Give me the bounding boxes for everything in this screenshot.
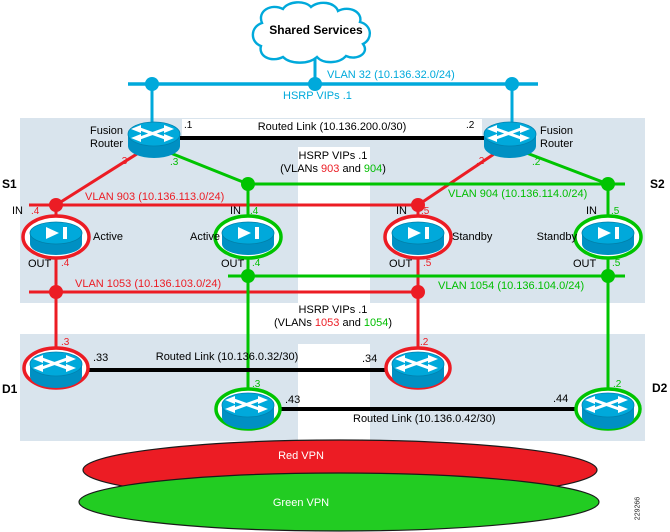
d-router-4-port: .2 [613,379,622,390]
zone-label-s1: S1 [2,177,17,191]
d-router-2-icon [384,346,452,390]
fusion-right-red-port: .2 [476,156,485,167]
figure-number: 229266 [634,496,642,521]
d-router-1-addr: .33 [93,352,109,364]
red-vpn-label: Red VPN [278,450,324,462]
firewall-4-icon [573,214,643,260]
fw1-out-port: .4 [61,258,70,269]
green-vpn-ellipse [78,472,600,532]
red-diagonal-left [55,150,141,207]
routed-link-d2-label: Routed Link (10.136.0.42/30) [353,413,496,425]
fw1-role-label: Active [93,231,123,243]
vlan903-label: VLAN 903 (10.136.113.0/24) [85,191,225,203]
zone-label-d1: D1 [2,382,18,396]
red-node-3 [49,285,63,299]
fw3-in-port: .5 [421,206,430,217]
fusion-left-label: Fusion Router [90,125,124,150]
d-router-4-icon [574,387,642,431]
routed-link-top-label: Routed Link (10.136.200.0/30) [257,121,407,133]
fw2-out-label: OUT [221,258,245,270]
hsrp-d-title: HSRP VIPs .1 [298,304,368,316]
green-node-3 [241,269,255,283]
routed-link-top-band [182,119,482,139]
vlan32-node-right [505,77,519,91]
fw3-out-port: .5 [423,258,432,269]
fusion-right-green-port: .2 [532,157,541,168]
red-node-1 [49,198,63,212]
d-router-1-port: .3 [61,337,70,348]
d-router-3-icon [214,387,282,431]
fusion-right-port: .2 [466,120,475,131]
d-router-1-icon [22,346,90,390]
fw2-in-port: .4 [250,206,259,217]
fw2-role-label: Active [190,231,220,243]
vlan32-node-cloud [308,77,322,91]
green-diagonal-right [523,150,609,186]
vlan32-node-left [145,77,159,91]
fusion-router-right-icon [482,120,538,160]
hsrp-s-label: HSRP VIPs .1 (VLANs 903 and 904) [242,150,424,175]
fusion-left-port: .1 [184,120,193,131]
fw2-out-port: .4 [252,258,261,269]
hsrp-d-vlans: (VLANs 1053 and 1054) [273,316,393,329]
green-node-2 [601,177,615,191]
red-node-4 [411,285,425,299]
green-node-4 [601,269,615,283]
vlan1053-label: VLAN 1053 (10.136.103.0/24) [75,278,222,290]
hsrp-top-label: HSRP VIPs .1 [283,90,352,102]
fw3-in-label: IN [396,205,407,217]
firewall-2-icon [213,214,283,260]
shared-services-cloud [251,1,371,64]
fw3-out-label: OUT [389,258,413,270]
red-diagonal-right [417,150,498,207]
red-node-2 [411,198,425,212]
d-router-2-port: .2 [420,337,429,348]
d-router-4-addr: .44 [553,393,569,405]
fw1-out-label: OUT [28,258,52,270]
hsrp-s-vlans: (VLANs 903 and 904) [280,162,386,175]
d-router-3-addr: .43 [285,394,301,406]
fusion-left-red-port: .3 [119,156,128,167]
cloud-label: Shared Services [269,23,363,37]
firewall-3-icon [383,214,453,260]
zone-label-s2: S2 [650,177,665,191]
green-vpn-label: Green VPN [272,497,330,509]
zone-label-d2: D2 [652,381,668,395]
fusion-right-label: Fusion Router [540,125,574,150]
fw4-in-label: IN [586,205,597,217]
hsrp-d-label: HSRP VIPs .1 (VLANs 1053 and 1054) [242,304,424,329]
firewall-1-icon [21,214,91,260]
d-router-2-addr: .34 [362,353,378,365]
fusion-left-green-port: .3 [170,157,179,168]
d-router-3-port: .3 [252,379,261,390]
routed-link-d1-label: Routed Link (10.136.0.32/30) [155,351,299,363]
d-zone-gap [298,344,370,441]
fw1-in-label: IN [12,205,23,217]
fw1-in-port: .4 [31,206,40,217]
vlan32-label: VLAN 32 (10.136.32.0/24) [327,69,455,81]
fw4-role-label: Standby [536,231,577,243]
fw3-role-label: Standby [452,231,493,243]
fw4-in-port: .5 [611,206,620,217]
green-diagonal-left [167,150,249,186]
fw4-out-label: OUT [573,258,597,270]
fw4-out-port: .5 [612,258,621,269]
green-node-1 [241,177,255,191]
hsrp-s-title: HSRP VIPs .1 [298,150,368,162]
vlan1054-label: VLAN 1054 (10.136.104.0/24) [438,280,585,292]
fw2-in-label: IN [230,205,241,217]
vlan904-label: VLAN 904 (10.136.114.0/24) [448,188,588,200]
